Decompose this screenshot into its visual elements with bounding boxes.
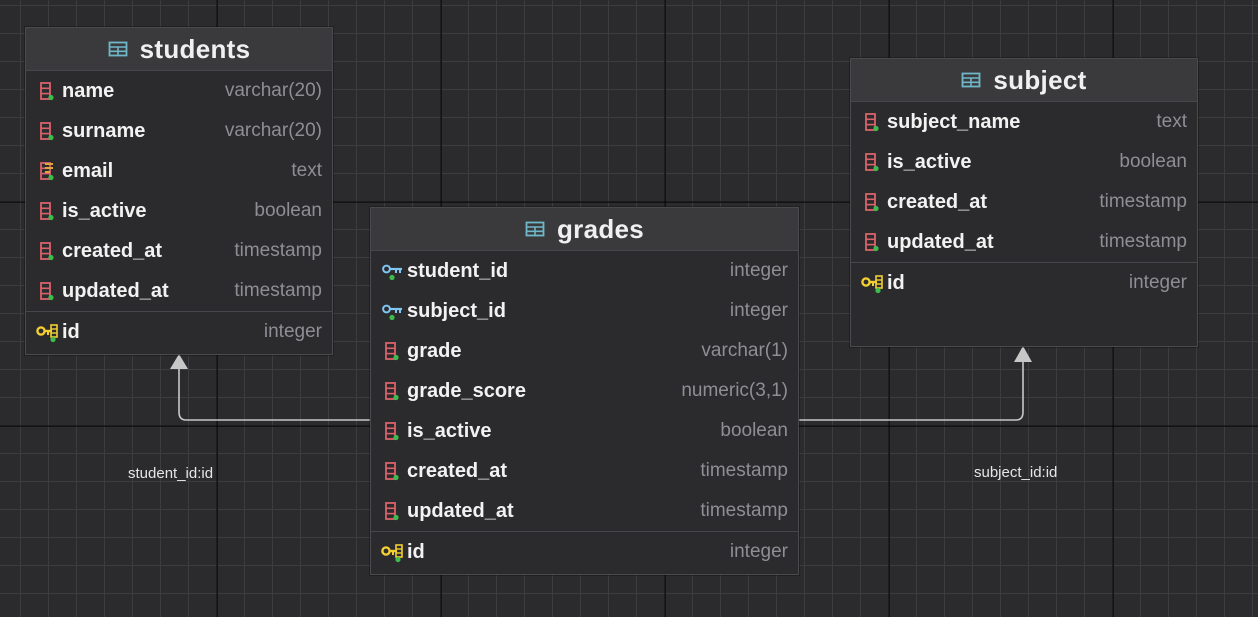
- column-row[interactable]: email text: [26, 151, 332, 191]
- primary-key-row[interactable]: id integer: [26, 311, 332, 352]
- column-name: is_active: [407, 419, 492, 442]
- column-row[interactable]: student_id integer: [371, 251, 798, 291]
- relation-label-subject: subject_id:id: [974, 464, 1058, 481]
- column-name: updated_at: [62, 279, 169, 302]
- column-icon: [36, 200, 58, 222]
- column-row[interactable]: updated_at timestamp: [371, 491, 798, 531]
- primary-key-row[interactable]: id integer: [371, 531, 798, 572]
- column-type: integer: [729, 260, 788, 281]
- column-name: created_at: [407, 459, 508, 482]
- column-icon: [861, 151, 883, 173]
- column-icon: [381, 420, 403, 442]
- relation-line-student: [178, 368, 370, 421]
- column-name: subject_id: [407, 299, 506, 322]
- column-name: created_at: [887, 190, 988, 213]
- column-type: timestamp: [234, 280, 322, 301]
- column-type: boolean: [1119, 151, 1187, 172]
- table-header[interactable]: students: [26, 28, 332, 71]
- column-name: id: [407, 540, 425, 563]
- column-icon: [861, 111, 883, 133]
- column-type: timestamp: [1099, 231, 1187, 252]
- column-icon: [36, 80, 58, 102]
- column-row[interactable]: created_at timestamp: [851, 182, 1197, 222]
- column-type: varchar(20): [224, 120, 322, 141]
- column-name: grade: [407, 339, 462, 362]
- column-row[interactable]: surname varchar(20): [26, 111, 332, 151]
- primary-key-icon: [381, 541, 403, 563]
- column-type: text: [291, 160, 322, 181]
- column-icon: [381, 500, 403, 522]
- column-type: timestamp: [700, 500, 788, 521]
- column-row[interactable]: is_active boolean: [26, 191, 332, 231]
- column-name: updated_at: [407, 499, 514, 522]
- column-icon: [381, 340, 403, 362]
- relation-arrowhead-subject: [1014, 346, 1032, 362]
- table-title: grades: [556, 213, 645, 244]
- column-type: boolean: [254, 200, 322, 221]
- column-type: timestamp: [700, 460, 788, 481]
- column-row[interactable]: grade_score numeric(3,1): [371, 371, 798, 411]
- column-row[interactable]: created_at timestamp: [371, 451, 798, 491]
- column-name: id: [62, 320, 80, 343]
- column-type: numeric(3,1): [681, 380, 788, 401]
- table-icon: [108, 41, 128, 57]
- column-row[interactable]: updated_at timestamp: [26, 271, 332, 311]
- column-type: text: [1156, 111, 1187, 132]
- column-name: id: [887, 271, 905, 294]
- column-name: grade_score: [407, 379, 526, 402]
- column-icon: [36, 120, 58, 142]
- column-icon: [381, 460, 403, 482]
- column-name: created_at: [62, 239, 163, 262]
- relation-arrowhead-students: [170, 354, 188, 369]
- column-type: timestamp: [1099, 191, 1187, 212]
- relation-label-student: student_id:id: [128, 465, 214, 482]
- column-row[interactable]: grade varchar(1): [371, 331, 798, 371]
- column-name: name: [62, 79, 115, 102]
- column-icon: [36, 280, 58, 302]
- subject-table[interactable]: subject subject_name text is_active boolean c…: [850, 58, 1198, 347]
- table-header[interactable]: subject: [851, 59, 1197, 102]
- table-header[interactable]: grades: [371, 208, 798, 251]
- table-title: students: [139, 33, 251, 64]
- column-row[interactable]: created_at timestamp: [26, 231, 332, 271]
- column-row[interactable]: name varchar(20): [26, 71, 332, 111]
- column-type: integer: [729, 541, 788, 562]
- column-icon: [36, 240, 58, 262]
- column-type: timestamp: [234, 240, 322, 261]
- column-row[interactable]: is_active boolean: [371, 411, 798, 451]
- column-name: surname: [62, 119, 146, 142]
- column-icon: [381, 380, 403, 402]
- column-name: is_active: [62, 199, 147, 222]
- table-title: subject: [993, 64, 1087, 95]
- table-icon: [525, 221, 545, 237]
- column-icon: [861, 231, 883, 253]
- column-name: email: [62, 159, 114, 182]
- primary-key-row[interactable]: id integer: [851, 262, 1197, 303]
- students-table[interactable]: students name varchar(20) surname varchar(20…: [25, 27, 333, 355]
- relation-line-subject: [797, 360, 1024, 421]
- column-type: integer: [263, 321, 322, 342]
- column-row[interactable]: updated_at timestamp: [851, 222, 1197, 262]
- primary-key-icon: [861, 272, 883, 294]
- column-row[interactable]: subject_id integer: [371, 291, 798, 331]
- column-name: updated_at: [887, 230, 994, 253]
- column-name: is_active: [887, 150, 972, 173]
- column-name: subject_name: [887, 110, 1021, 133]
- foreign-key-icon: [381, 260, 403, 282]
- column-row[interactable]: subject_name text: [851, 102, 1197, 142]
- column-icon: [861, 191, 883, 213]
- column-type: integer: [1128, 272, 1187, 293]
- foreign-key-icon: [381, 300, 403, 322]
- column-name: student_id: [407, 259, 509, 282]
- column-type: boolean: [720, 420, 788, 441]
- column-row[interactable]: is_active boolean: [851, 142, 1197, 182]
- indexed-column-icon: [36, 160, 58, 182]
- column-type: integer: [729, 300, 788, 321]
- primary-key-icon: [36, 321, 58, 343]
- column-type: varchar(20): [224, 80, 322, 101]
- column-type: varchar(1): [701, 340, 788, 361]
- table-icon: [961, 72, 981, 88]
